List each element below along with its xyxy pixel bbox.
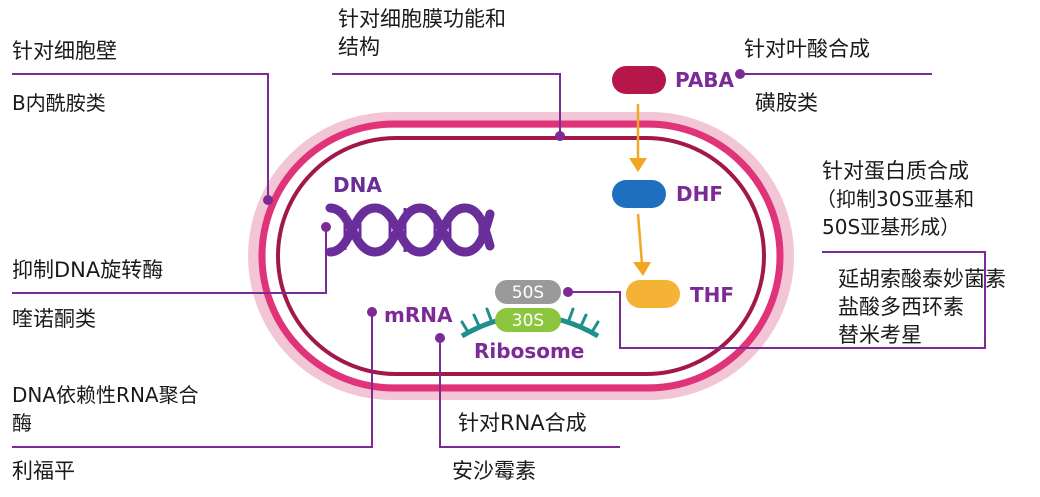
ribosome-50s-label: 50S	[512, 283, 544, 303]
protein-drug-label-line2: 盐酸多西环素	[838, 295, 964, 319]
rnap-leader	[12, 312, 373, 448]
dna-label: DNA	[333, 173, 382, 197]
rnap-target-label-line1: DNA依赖性RNA聚合	[12, 383, 199, 407]
gyrase-dot	[321, 222, 331, 232]
membrane-leader	[332, 73, 561, 136]
rna-synth-target-label: 针对RNA合成	[458, 411, 587, 435]
cell-wall-target-label: 针对细胞壁	[12, 39, 117, 63]
cell-membrane-pale	[248, 112, 794, 400]
ribosome-50s-pill	[495, 280, 561, 304]
cell-wall-leader	[12, 73, 269, 200]
cell-wall-dot	[263, 195, 273, 205]
paba-label: PABA	[675, 68, 735, 92]
rna-synth-leader	[439, 338, 620, 448]
dhf-pill	[612, 180, 666, 208]
protein-target-label-line3: 50S亚基形成）	[822, 215, 961, 239]
dhf-label: DHF	[676, 182, 723, 206]
dna-helix-icon	[325, 203, 495, 257]
mrna-label: mRNA	[384, 303, 453, 327]
protein-target-label-line2: （抑制30S亚基和	[816, 187, 975, 211]
ribosome-30s-pill	[495, 308, 561, 332]
protein-drug-label-line1: 延胡索酸泰妙菌素	[838, 267, 1006, 291]
thf-pill	[626, 280, 680, 308]
thf-label: THF	[690, 283, 734, 307]
folate-dot	[735, 69, 745, 79]
paba-pill	[612, 66, 666, 94]
protein-leader	[568, 251, 986, 349]
dhf-thf-arrow-line	[636, 213, 644, 265]
rna-synth-drug-label: 安沙霉素	[452, 459, 536, 483]
rnap-drug-label: 利福平	[12, 459, 75, 483]
folate-target-label: 针对叶酸合成	[744, 37, 870, 61]
membrane-dot	[555, 131, 565, 141]
cell-wall-drug-label: B内酰胺类	[12, 91, 106, 115]
protein-drug-label-line3: 替米考星	[838, 323, 922, 347]
cell-membrane-inner	[276, 136, 766, 376]
cell-wall-outer	[258, 120, 784, 392]
rnap-target-label-line2: 酶	[12, 411, 32, 435]
protein-dot	[563, 287, 573, 297]
gyrase-drug-label: 喹诺酮类	[12, 307, 96, 331]
gyrase-leader	[12, 227, 327, 294]
ribosome-bristles	[460, 307, 600, 334]
membrane-target-label-line1: 针对细胞膜功能和	[338, 7, 506, 31]
rna-synth-dot	[435, 333, 445, 343]
folate-drug-label: 磺胺类	[755, 91, 818, 115]
ribosome-label: Ribosome	[474, 339, 584, 363]
membrane-target-label-line2: 结构	[338, 35, 380, 59]
paba-dhf-arrow-head	[629, 158, 647, 172]
dhf-thf-arrow-head	[633, 262, 651, 276]
ribosome-30s-label: 30S	[512, 311, 544, 331]
protein-target-label-line1: 针对蛋白质合成	[822, 159, 969, 183]
rnap-dot	[367, 307, 377, 317]
gyrase-target-label: 抑制DNA旋转酶	[12, 258, 164, 282]
